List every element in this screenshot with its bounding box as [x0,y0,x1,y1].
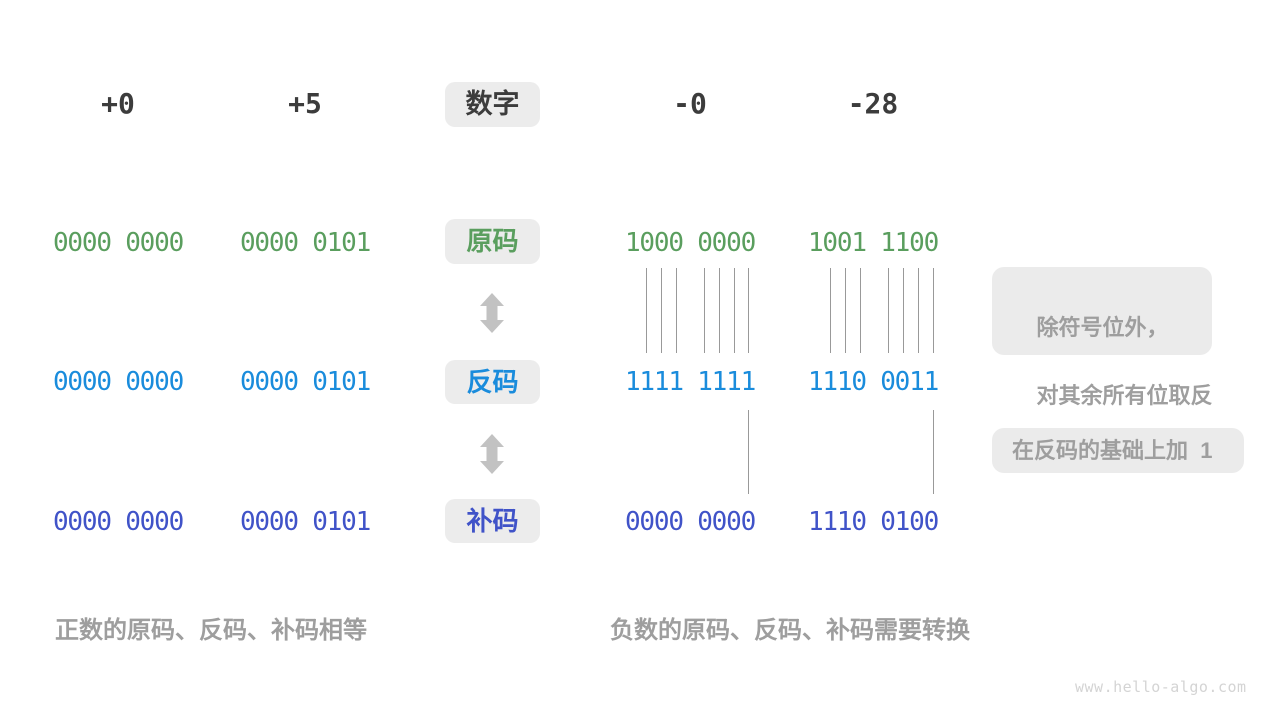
bit-connector-line [860,268,861,353]
ones-complement-minus0: 1111 1111 [624,367,756,397]
double-arrow-icon [480,293,504,333]
twos-complement-plus0: 0000 0000 [52,507,184,537]
bit-connector-line [933,268,934,353]
watermark: www.hello-algo.com [1075,678,1247,696]
negative-numbers-caption: 负数的原码、反码、补码需要转换 [610,617,970,644]
column-header-minus28: -28 [847,87,899,120]
bit-connector-line [719,268,720,353]
bit-connector-line [748,268,749,353]
column-header-plus5: +5 [288,87,322,120]
ones-complement-plus5: 0000 0101 [239,367,371,397]
column-header-minus0: -0 [673,87,707,120]
bit-connector-line [830,268,831,353]
sign-magnitude-plus5: 0000 0101 [239,228,371,258]
ones-complement-plus0: 0000 0000 [52,367,184,397]
number-badge: 数字 [445,82,540,127]
add-one-connector-line [933,410,934,494]
bit-connector-line [903,268,904,353]
bit-connector-line [918,268,919,353]
add-one-note: 在反码的基础上加 1 [992,428,1244,473]
bit-connector-line [646,268,647,353]
bit-connector-line [704,268,705,353]
twos-complement-minus28: 1110 0100 [807,507,939,537]
flip-bits-note: 除符号位外， 对其余所有位取反 [992,267,1212,408]
bit-connector-line [676,268,677,353]
twos-complement-plus5: 0000 0101 [239,507,371,537]
flip-bits-note-line2: 对其余所有位取反 [1036,383,1213,408]
bit-connector-line [661,268,662,353]
sign-magnitude-plus0: 0000 0000 [52,228,184,258]
twos-complement-badge: 补码 [445,499,540,543]
bit-connector-line [734,268,735,353]
bit-connector-line [845,268,846,353]
sign-magnitude-minus0: 1000 0000 [624,228,756,258]
bit-connector-line [888,268,889,353]
ones-complement-minus28: 1110 0011 [807,367,939,397]
flip-bits-note-line1: 除符号位外， [1036,315,1169,340]
sign-magnitude-badge: 原码 [445,219,540,264]
double-arrow-icon [480,434,504,474]
add-one-connector-line [748,410,749,494]
positive-numbers-caption: 正数的原码、反码、补码相等 [55,617,367,644]
twos-complement-minus0: 0000 0000 [624,507,756,537]
column-header-plus0: +0 [101,87,135,120]
ones-complement-badge: 反码 [445,360,540,404]
sign-magnitude-minus28: 1001 1100 [807,228,939,258]
